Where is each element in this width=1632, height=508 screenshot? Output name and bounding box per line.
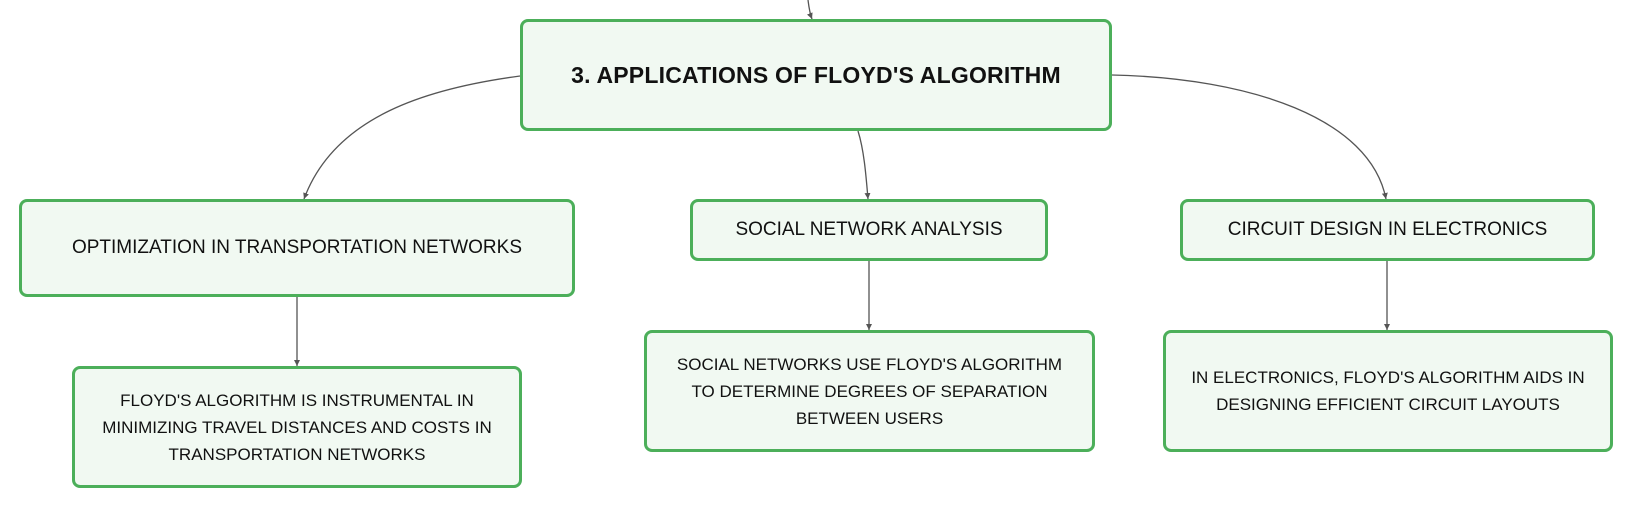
branch-node-transportation[interactable]: OPTIMIZATION IN TRANSPORTATION NETWORKS [19, 199, 575, 297]
branch-label: CIRCUIT DESIGN IN ELECTRONICS [1227, 219, 1548, 240]
connector-root-to-social [857, 130, 871, 200]
detail-node-circuit-design[interactable]: IN ELECTRONICS, FLOYD'S ALGORITHM AIDS I… [1163, 330, 1613, 452]
detail-text: SOCIAL NETWORKS USE FLOYD'S ALGORITHM TO… [676, 354, 1063, 428]
detail-text: FLOYD'S ALGORITHM IS INSTRUMENTAL IN MIN… [102, 390, 492, 464]
connector-root-to-transport [303, 75, 521, 200]
detail-node-transportation[interactable]: FLOYD'S ALGORITHM IS INSTRUMENTAL IN MIN… [72, 366, 522, 488]
branch-label: OPTIMIZATION IN TRANSPORTATION NETWORKS [71, 237, 523, 258]
detail-text: IN ELECTRONICS, FLOYD'S ALGORITHM AIDS I… [1191, 368, 1585, 414]
branch-node-social-network[interactable]: SOCIAL NETWORK ANALYSIS [690, 199, 1048, 261]
branch-label: SOCIAL NETWORK ANALYSIS [735, 219, 1003, 240]
root-node[interactable]: 3. APPLICATIONS OF FLOYD'S ALGORITHM [520, 19, 1112, 131]
parent-connector [806, 0, 813, 20]
detail-node-social-network[interactable]: SOCIAL NETWORKS USE FLOYD'S ALGORITHM TO… [644, 330, 1095, 452]
branch-node-circuit-design[interactable]: CIRCUIT DESIGN IN ELECTRONICS [1180, 199, 1595, 261]
root-title: 3. APPLICATIONS OF FLOYD'S ALGORITHM [571, 61, 1061, 88]
connector-root-to-circuit [1111, 74, 1388, 200]
